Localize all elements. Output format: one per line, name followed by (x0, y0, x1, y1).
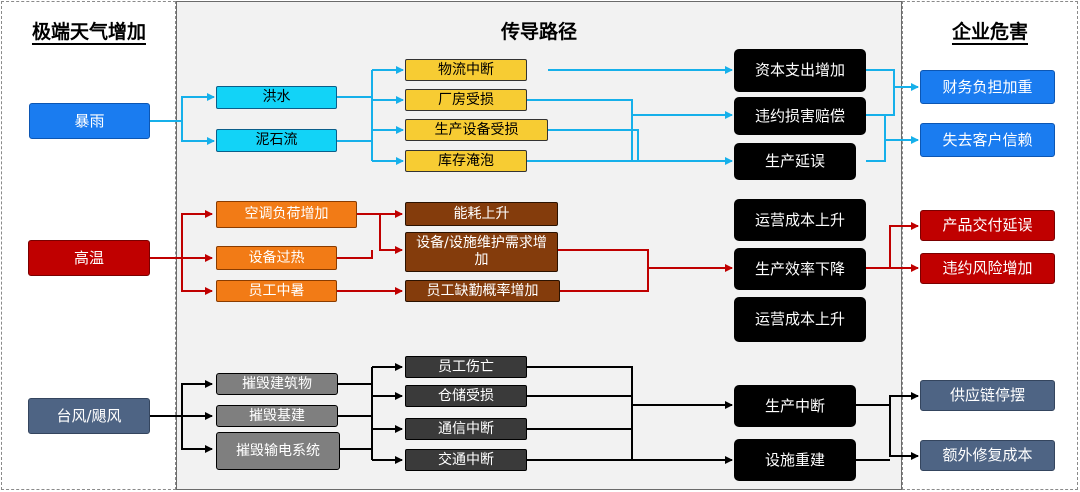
wire-halt-repair (889, 405, 919, 460)
node-equipment-damage: 生产设备受损 (405, 119, 548, 141)
wire-breach-financial (866, 87, 895, 116)
wire-equipment-out (548, 129, 639, 161)
node-destroy-power: 摧毁输电系统 (216, 432, 340, 470)
wire-heat-ac (150, 210, 213, 259)
node-destroy-buildings: 摧毁建筑物 (216, 373, 338, 395)
node-opcost-rise-2: 运营成本上升 (734, 297, 866, 342)
node-opcost-rise-1: 运营成本上升 (734, 199, 866, 241)
node-heat: 高温 (28, 240, 150, 276)
node-financial-burden: 财务负担加重 (920, 70, 1055, 104)
node-equipment-overheat: 设备过热 (216, 246, 337, 270)
weather-column-title: 极端天气增加 (31, 21, 146, 43)
node-capex-increase: 资本支出增加 (734, 49, 866, 92)
wire-overheat-maint (337, 250, 373, 259)
wire-rainstorm-mudslide (181, 121, 215, 145)
wire-typhoon-buildings (150, 380, 213, 417)
wire-casualty-out (527, 366, 633, 460)
node-traffic-interrupt: 交通中断 (405, 449, 527, 471)
wire-delay-trust (866, 136, 919, 162)
wire-efficiency-delivery (866, 222, 919, 269)
wire-plant-out (527, 99, 633, 161)
node-production-halt: 生产中断 (734, 385, 856, 427)
node-delivery-delay: 产品交付延误 (920, 210, 1055, 241)
node-comm-interrupt: 通信中断 (405, 418, 527, 440)
node-staff-casualty: 员工伤亡 (405, 356, 527, 378)
node-customer-trust-loss: 失去客户信赖 (920, 123, 1055, 157)
node-breach-compensation: 违约损害赔偿 (734, 97, 866, 135)
node-facility-rebuild: 设施重建 (734, 439, 856, 481)
node-logistics-interrupt: 物流中断 (405, 59, 527, 81)
node-staff-heatstroke: 员工中暑 (216, 280, 337, 302)
node-production-delay: 生产延误 (734, 143, 856, 180)
pathway-column-title: 传导路径 (500, 21, 577, 43)
node-breach-risk: 违约风险增加 (920, 253, 1055, 284)
node-ac-load: 空调负荷增加 (216, 201, 357, 228)
node-typhoon: 台风/飓风 (28, 398, 150, 434)
wire-heat-staff (181, 258, 213, 295)
node-extra-repair-cost: 额外修复成本 (920, 440, 1055, 471)
node-warehouse-damage: 仓储受损 (405, 385, 527, 407)
wire-rainstorm-flood (150, 93, 215, 122)
node-maintenance-demand: 设备/设施维护需求增加 (405, 232, 558, 272)
node-destroy-infrastructure: 摧毁基建 (216, 405, 338, 427)
wire-maint-efficiency (558, 249, 733, 272)
wire-capex-financial (866, 69, 919, 91)
hazard-column-title: 企业危害 (951, 21, 1028, 43)
node-supply-chain-halt: 供应链停摆 (920, 380, 1055, 411)
node-efficiency-drop: 生产效率下降 (734, 248, 866, 290)
node-energy-rise: 能耗上升 (405, 202, 558, 226)
node-mudslide: 泥石流 (216, 129, 337, 152)
node-inventory-flood: 库存淹泡 (405, 150, 527, 172)
node-flood: 洪水 (216, 86, 337, 109)
wire-halt-supply (856, 392, 919, 406)
node-absence-rate: 员工缺勤概率增加 (405, 280, 560, 302)
node-plant-damage: 厂房受损 (405, 89, 527, 111)
wire-absence-efficiency (560, 268, 649, 292)
node-rainstorm: 暴雨 (29, 103, 150, 139)
wire-ac-maint (379, 214, 403, 254)
wire-typhoon-power (181, 416, 213, 453)
